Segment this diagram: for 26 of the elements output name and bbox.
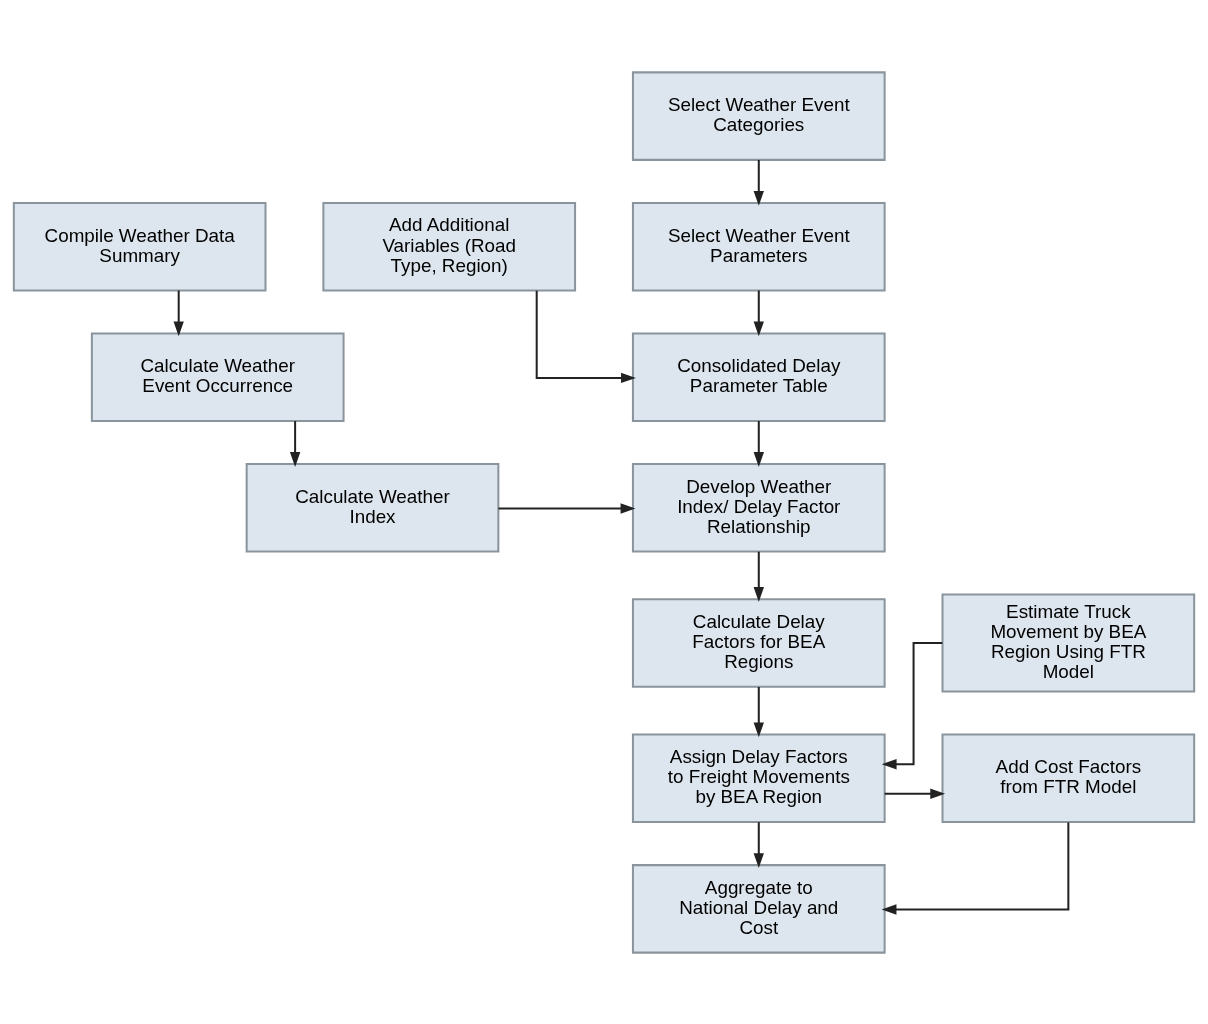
arrow: [173, 290, 184, 336]
arrow: [884, 788, 946, 799]
node-box: Assign Delay Factors to Freight Movements by BEA Region: [631, 733, 886, 823]
node-box: Calculate Weather Index: [245, 462, 500, 553]
arrow: [753, 290, 764, 336]
node-box: Aggregate to National Delay and Cost: [631, 863, 886, 954]
node-box: Select Weather Event Categories: [631, 70, 886, 161]
arrow: [753, 551, 764, 602]
arrow: [498, 502, 636, 514]
arrow: [753, 686, 764, 737]
node-box: Add Cost Factors from FTR Model: [941, 733, 1196, 823]
arrow: [753, 821, 764, 868]
node-box: Estimate Truck Movement by BEA Region Using FTR Model: [941, 593, 1196, 692]
arrow: [881, 821, 1070, 915]
node-box: Compile Weather Data Summary: [12, 201, 267, 291]
arrow: [753, 159, 764, 206]
node-box: Select Weather Event Parameters: [631, 201, 886, 291]
node-box: Consolidated Delay Parameter Table: [631, 332, 886, 422]
node-box: Develop Weather Index/ Delay Factor Relationship: [631, 462, 886, 553]
arrow: [535, 290, 636, 383]
node-box: Add Additional Variables (Road Type, Region): [322, 201, 577, 291]
arrow: [881, 641, 943, 769]
arrow: [753, 420, 764, 467]
node-box: Calculate Weather Event Occurrence: [90, 332, 345, 422]
node-box: Calculate Delay Factors for BEA Regions: [631, 597, 886, 688]
arrow: [289, 420, 301, 467]
